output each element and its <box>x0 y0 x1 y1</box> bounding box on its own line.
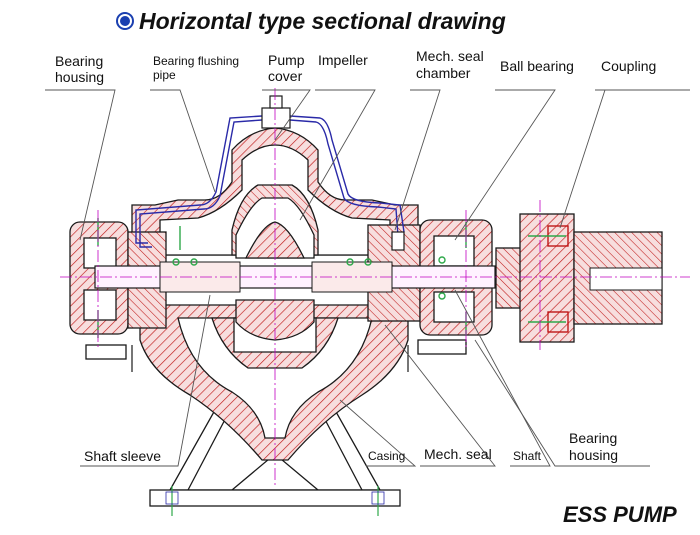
label-impeller: Impeller <box>318 52 368 68</box>
coupling <box>495 213 663 343</box>
label-pump-cover-1: Pump <box>268 52 305 68</box>
label-bearing-flushing-pipe-2: pipe <box>153 68 176 82</box>
label-mech-seal-chamber-1: Mech. seal <box>416 48 484 64</box>
label-coupling: Coupling <box>601 58 656 74</box>
label-bearing-housing-left-2: housing <box>55 69 104 85</box>
label-bearing-housing-right-2: housing <box>569 447 618 463</box>
title-group: Horizontal type sectional drawing <box>116 8 506 34</box>
part-labels: Bearing housing Bearing flushing pipe Pu… <box>55 48 656 464</box>
label-mech-seal-chamber-2: chamber <box>416 65 471 81</box>
label-shaft: Shaft <box>513 449 542 463</box>
label-bearing-housing-right-1: Bearing <box>569 430 617 446</box>
flushing-pipe <box>135 95 405 251</box>
label-mech-seal: Mech. seal <box>424 446 492 462</box>
leader-lines <box>45 89 690 467</box>
label-bearing-flushing-pipe-1: Bearing flushing <box>153 54 239 68</box>
label-bearing-housing-left-1: Bearing <box>55 53 103 69</box>
brand-name: ESS PUMP <box>563 502 677 527</box>
label-ball-bearing: Ball bearing <box>500 58 574 74</box>
page-title: Horizontal type sectional drawing <box>139 8 506 34</box>
base-stand <box>149 409 401 516</box>
label-casing: Casing <box>368 449 405 463</box>
centerlines <box>60 88 690 488</box>
label-pump-cover-2: cover <box>268 68 303 84</box>
label-shaft-sleeve: Shaft sleeve <box>84 448 161 464</box>
